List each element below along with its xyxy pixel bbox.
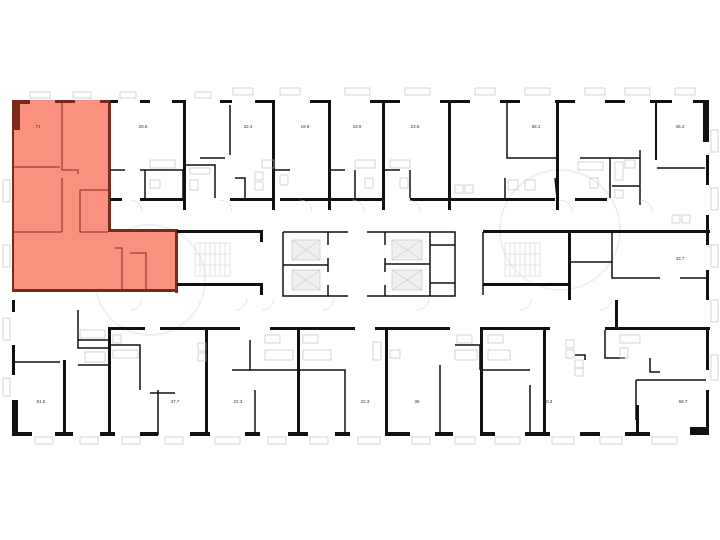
apartment-23-6[interactable]	[385, 103, 448, 198]
apartment-43-7[interactable]	[571, 233, 706, 327]
apartment-19-9[interactable]	[331, 103, 382, 198]
elevator-block-left	[282, 231, 348, 297]
apartment-19-9[interactable]	[275, 103, 328, 198]
apartment-36[interactable]	[388, 330, 480, 432]
area-label: 43.7	[676, 256, 685, 261]
top-row-walls	[110, 100, 705, 210]
apartment-46-3[interactable]	[559, 103, 706, 198]
area-label: 19.9	[301, 124, 310, 129]
apartment-37-7[interactable]	[111, 330, 205, 432]
apartment-68-7[interactable]	[618, 330, 706, 432]
area-labels: 25.8 32.4 19.9 19.9 23.6 58.1 46.3 43.7 …	[37, 124, 688, 404]
bathroom-fixtures	[149, 159, 691, 224]
bathroom-fixtures-bottom	[79, 329, 641, 377]
area-label: 58.1	[532, 124, 541, 129]
door-swings	[129, 199, 653, 311]
area-label: 51.5	[37, 399, 46, 404]
area-label: 32.4	[244, 124, 253, 129]
area-label: 22.3	[361, 399, 370, 404]
bottom-row-walls	[14, 300, 710, 435]
apartment-58-1[interactable]	[451, 103, 556, 198]
area-label: 46.3	[676, 124, 685, 129]
apartment-22-3[interactable]	[208, 330, 297, 432]
area-label: 19.9	[353, 124, 362, 129]
area-label: 22.3	[234, 399, 243, 404]
elevator-block-right	[367, 231, 456, 297]
area-label: 37.7	[171, 399, 180, 404]
stair-right	[482, 230, 568, 295]
apartment-30-3[interactable]	[483, 330, 543, 432]
area-label: 36	[414, 399, 420, 404]
area-label: 25.8	[139, 124, 148, 129]
stair-left	[177, 230, 263, 295]
apartment-25-8[interactable]	[110, 103, 183, 198]
area-label: 68.7	[679, 399, 688, 404]
windows	[2, 87, 719, 445]
apartment-51-5[interactable]	[15, 300, 108, 432]
area-label: 30.3	[544, 399, 553, 404]
apartment-71[interactable]: 71	[12, 100, 178, 293]
apartment-area-label: 71	[35, 124, 41, 129]
building-core	[177, 230, 710, 300]
apartment-32-4[interactable]	[186, 103, 272, 198]
area-label: 23.6	[411, 124, 420, 129]
apartment-22-3[interactable]	[300, 330, 385, 432]
